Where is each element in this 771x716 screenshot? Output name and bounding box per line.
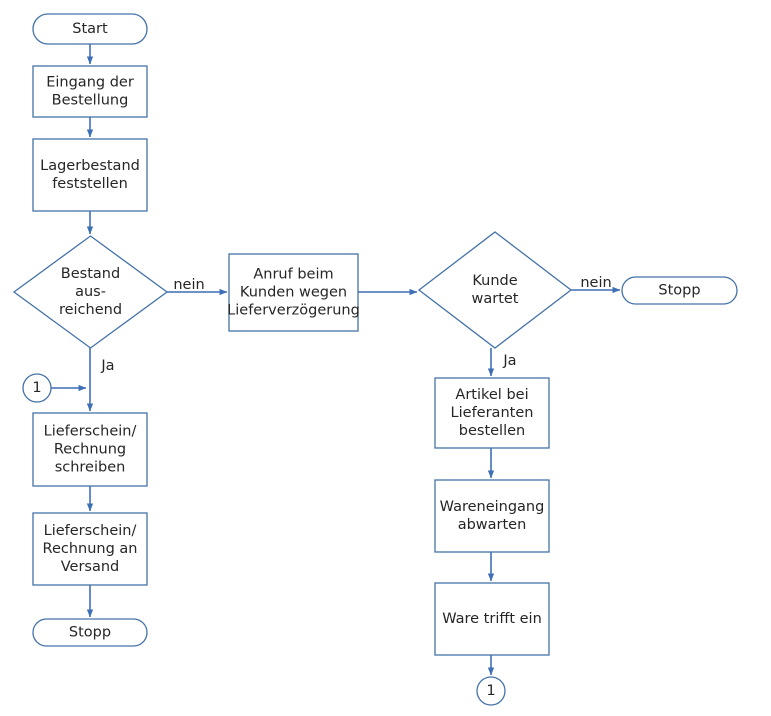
node-label: Start — [72, 21, 108, 37]
process-box[interactable] — [32, 65, 148, 118]
edge-e-bestand-ja: Ja — [86, 348, 115, 412]
edge-label-ja: Ja — [502, 353, 516, 369]
terminator-pill[interactable] — [621, 276, 738, 305]
edge-label-ja: Ja — [100, 358, 114, 374]
decision-diamond[interactable] — [417, 231, 573, 349]
node-label: 1 — [32, 380, 41, 396]
edge-e-bestand-nein: nein — [167, 277, 228, 296]
node-label: Stopp — [69, 625, 111, 641]
node-start[interactable]: Start — [32, 13, 148, 45]
edge-e-kunde-ja: Ja — [487, 348, 517, 377]
process-box[interactable] — [434, 479, 550, 553]
node-connector-1-ausgang[interactable]: 1 — [476, 676, 506, 706]
node-label: Stopp — [658, 283, 700, 299]
node-label: Ware trifft ein — [442, 611, 542, 627]
edge-label-nein: nein — [173, 277, 204, 293]
process-box[interactable] — [32, 138, 148, 212]
edge-label-nein: nein — [580, 275, 611, 291]
connector-circle[interactable] — [22, 373, 52, 403]
connector-circle[interactable] — [476, 676, 506, 706]
process-box[interactable] — [434, 582, 550, 656]
node-label: 1 — [486, 683, 495, 699]
process-box[interactable] — [32, 512, 148, 586]
decision-diamond[interactable] — [12, 235, 169, 349]
edge-e-kunde-nein: nein — [571, 275, 621, 294]
terminator-pill[interactable] — [32, 618, 148, 647]
process-box[interactable] — [228, 253, 359, 332]
node-stopp-rechts[interactable]: Stopp — [621, 276, 738, 305]
process-box[interactable] — [434, 377, 550, 449]
node-ware-trifft-ein[interactable]: Ware trifft ein — [434, 582, 550, 656]
process-box[interactable] — [32, 412, 148, 487]
terminator-pill[interactable] — [32, 13, 148, 45]
node-connector-1-eingang[interactable]: 1 — [22, 373, 52, 403]
node-stopp-links[interactable]: Stopp — [32, 618, 148, 647]
